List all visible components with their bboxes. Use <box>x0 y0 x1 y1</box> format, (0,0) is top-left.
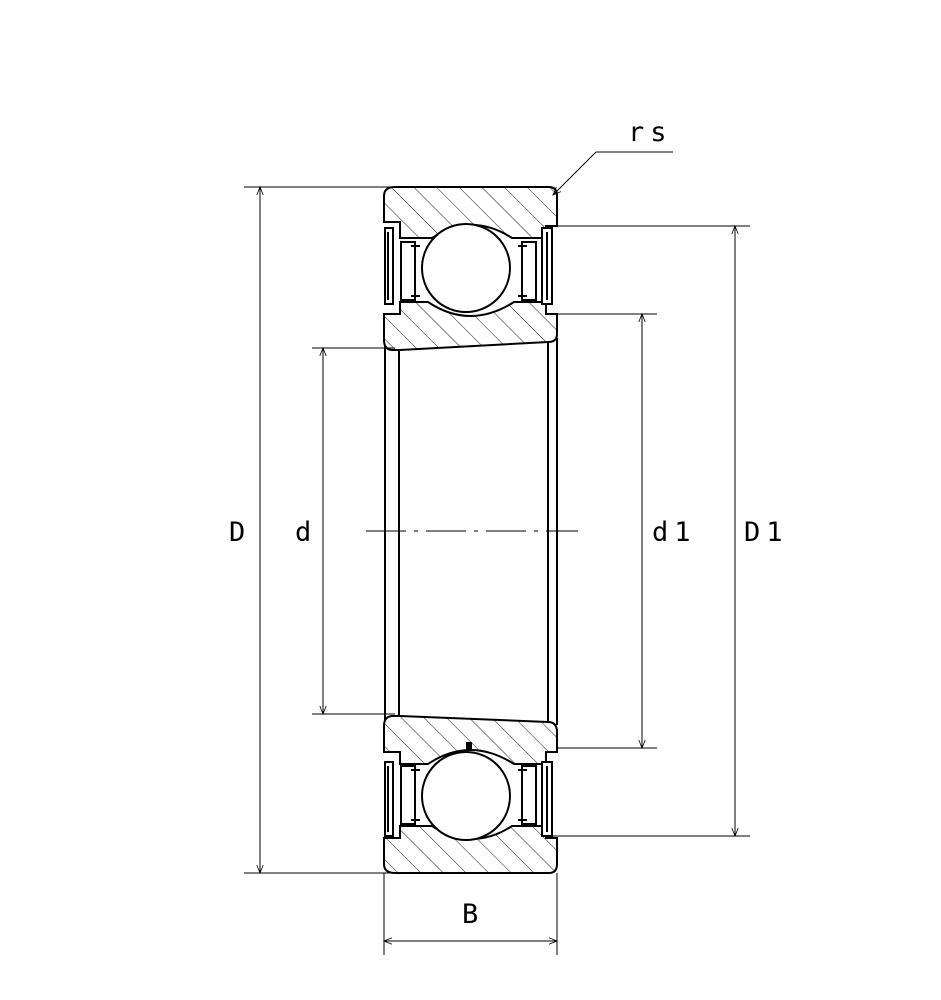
label-chamfer: rs <box>628 117 673 148</box>
dimension-shoulder-inner <box>557 312 657 750</box>
dimension-bore-diameter <box>312 346 395 716</box>
bottom-section <box>383 715 558 874</box>
dimension-width <box>382 873 559 955</box>
cage-top-right <box>521 241 537 301</box>
dimension-shoulder-outer <box>552 224 750 838</box>
cage-bottom-left <box>400 765 416 825</box>
filling-slot-mark <box>466 742 472 750</box>
label-shoulder-inner: d1 <box>652 517 697 548</box>
cage-top-left <box>400 241 416 301</box>
leader-chamfer <box>552 151 673 196</box>
dimension-outer-diameter <box>244 185 395 875</box>
label-outer-diameter: D <box>229 517 245 548</box>
bore-outline <box>384 338 558 725</box>
label-shoulder-outer: D1 <box>744 517 789 548</box>
inner-ring-top <box>383 301 558 351</box>
label-bore-diameter: d <box>295 517 311 548</box>
ball-top <box>421 223 511 313</box>
inner-ring-bottom <box>383 715 558 765</box>
ball-bottom <box>421 751 511 841</box>
top-section <box>383 186 558 351</box>
cage-bottom-right <box>521 765 537 825</box>
label-width: B <box>462 899 478 930</box>
